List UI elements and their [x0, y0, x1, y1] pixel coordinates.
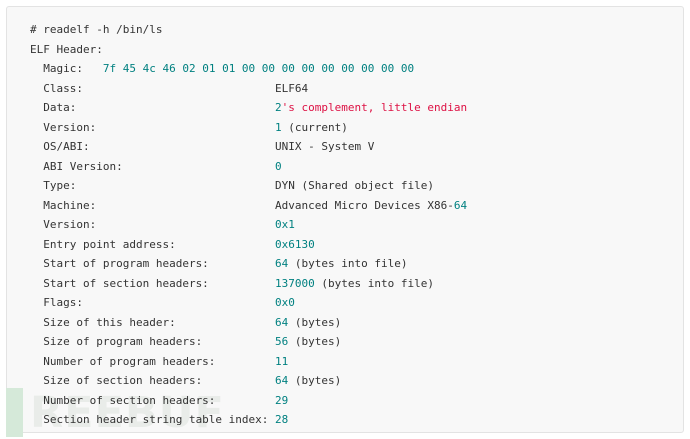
terminal-line: ABI Version: 0 [30, 159, 282, 173]
terminal-line: Start of program headers: 64 (bytes into… [30, 257, 408, 270]
terminal-line: Version: 0x1 [30, 218, 295, 231]
terminal-line: Entry point address: 0x6130 [30, 237, 315, 251]
terminal-line: Machine: Advanced Micro Devices X86-64 [30, 198, 468, 212]
terminal-line: Version: 1 (current) [30, 120, 348, 134]
terminal-line: Start of section headers: 137000 (bytes … [30, 276, 435, 290]
terminal-line: Magic: 7f 45 4c 46 02 01 01 00 00 00 00 … [30, 62, 415, 75]
terminal-line: Class: ELF64 [30, 81, 309, 95]
terminal-line: Size of program headers: 56 (bytes) [30, 335, 342, 348]
terminal-line: ELF Header: [30, 42, 103, 56]
terminal-line: Number of section headers: 29 [30, 393, 289, 407]
terminal-line: Data: 2's complement, little endian [30, 101, 468, 114]
terminal-line: Number of program headers: 11 [30, 354, 289, 368]
terminal-line: Section header string table index: 28 [30, 413, 289, 426]
terminal-line: Flags: 0x0 [30, 296, 295, 309]
terminal-line: Size of section headers: 64 (bytes) [30, 374, 342, 387]
terminal-line: # readelf -h /bin/ls [30, 23, 163, 36]
terminal-line: Size of this header: 64 (bytes) [30, 315, 342, 329]
terminal-line: Type: DYN (Shared object file) [30, 179, 434, 192]
code-block [6, 6, 684, 433]
terminal-line: OS/ABI: UNIX - System V [30, 140, 375, 153]
